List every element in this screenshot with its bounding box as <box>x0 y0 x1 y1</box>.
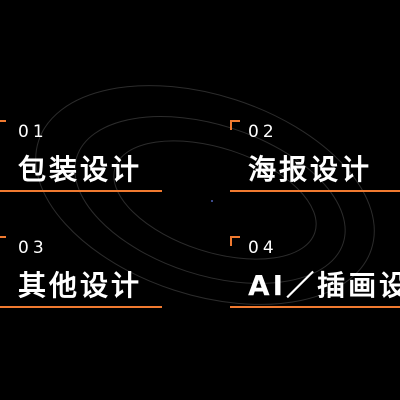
card-corner-bracket <box>230 236 240 246</box>
card-ai-illustration-design[interactable]: 04 AI／插画设计 <box>230 236 400 308</box>
card-title: 包装设计 <box>18 153 143 186</box>
center-dot <box>211 200 213 202</box>
orbit-ring-middle <box>74 116 346 284</box>
card-packaging-design[interactable]: 01 包装设计 <box>0 120 162 192</box>
orbit-ring-inner <box>113 140 317 260</box>
card-number: 02 <box>248 122 278 142</box>
card-underline <box>230 306 400 308</box>
card-poster-design[interactable]: 02 海报设计 <box>230 120 400 192</box>
card-number: 03 <box>18 238 48 258</box>
card-corner-bracket <box>0 236 6 246</box>
card-title: AI／插画设计 <box>248 269 400 302</box>
orbit-ring-outer <box>35 85 375 305</box>
card-other-design[interactable]: 03 其他设计 <box>0 236 162 308</box>
card-underline <box>0 306 162 308</box>
card-corner-bracket <box>0 120 6 130</box>
card-corner-bracket <box>230 120 240 130</box>
card-title: 海报设计 <box>248 153 373 186</box>
card-number: 01 <box>18 122 48 142</box>
card-number: 04 <box>248 238 278 258</box>
card-underline <box>230 190 400 192</box>
card-underline <box>0 190 162 192</box>
card-title: 其他设计 <box>18 269 143 302</box>
